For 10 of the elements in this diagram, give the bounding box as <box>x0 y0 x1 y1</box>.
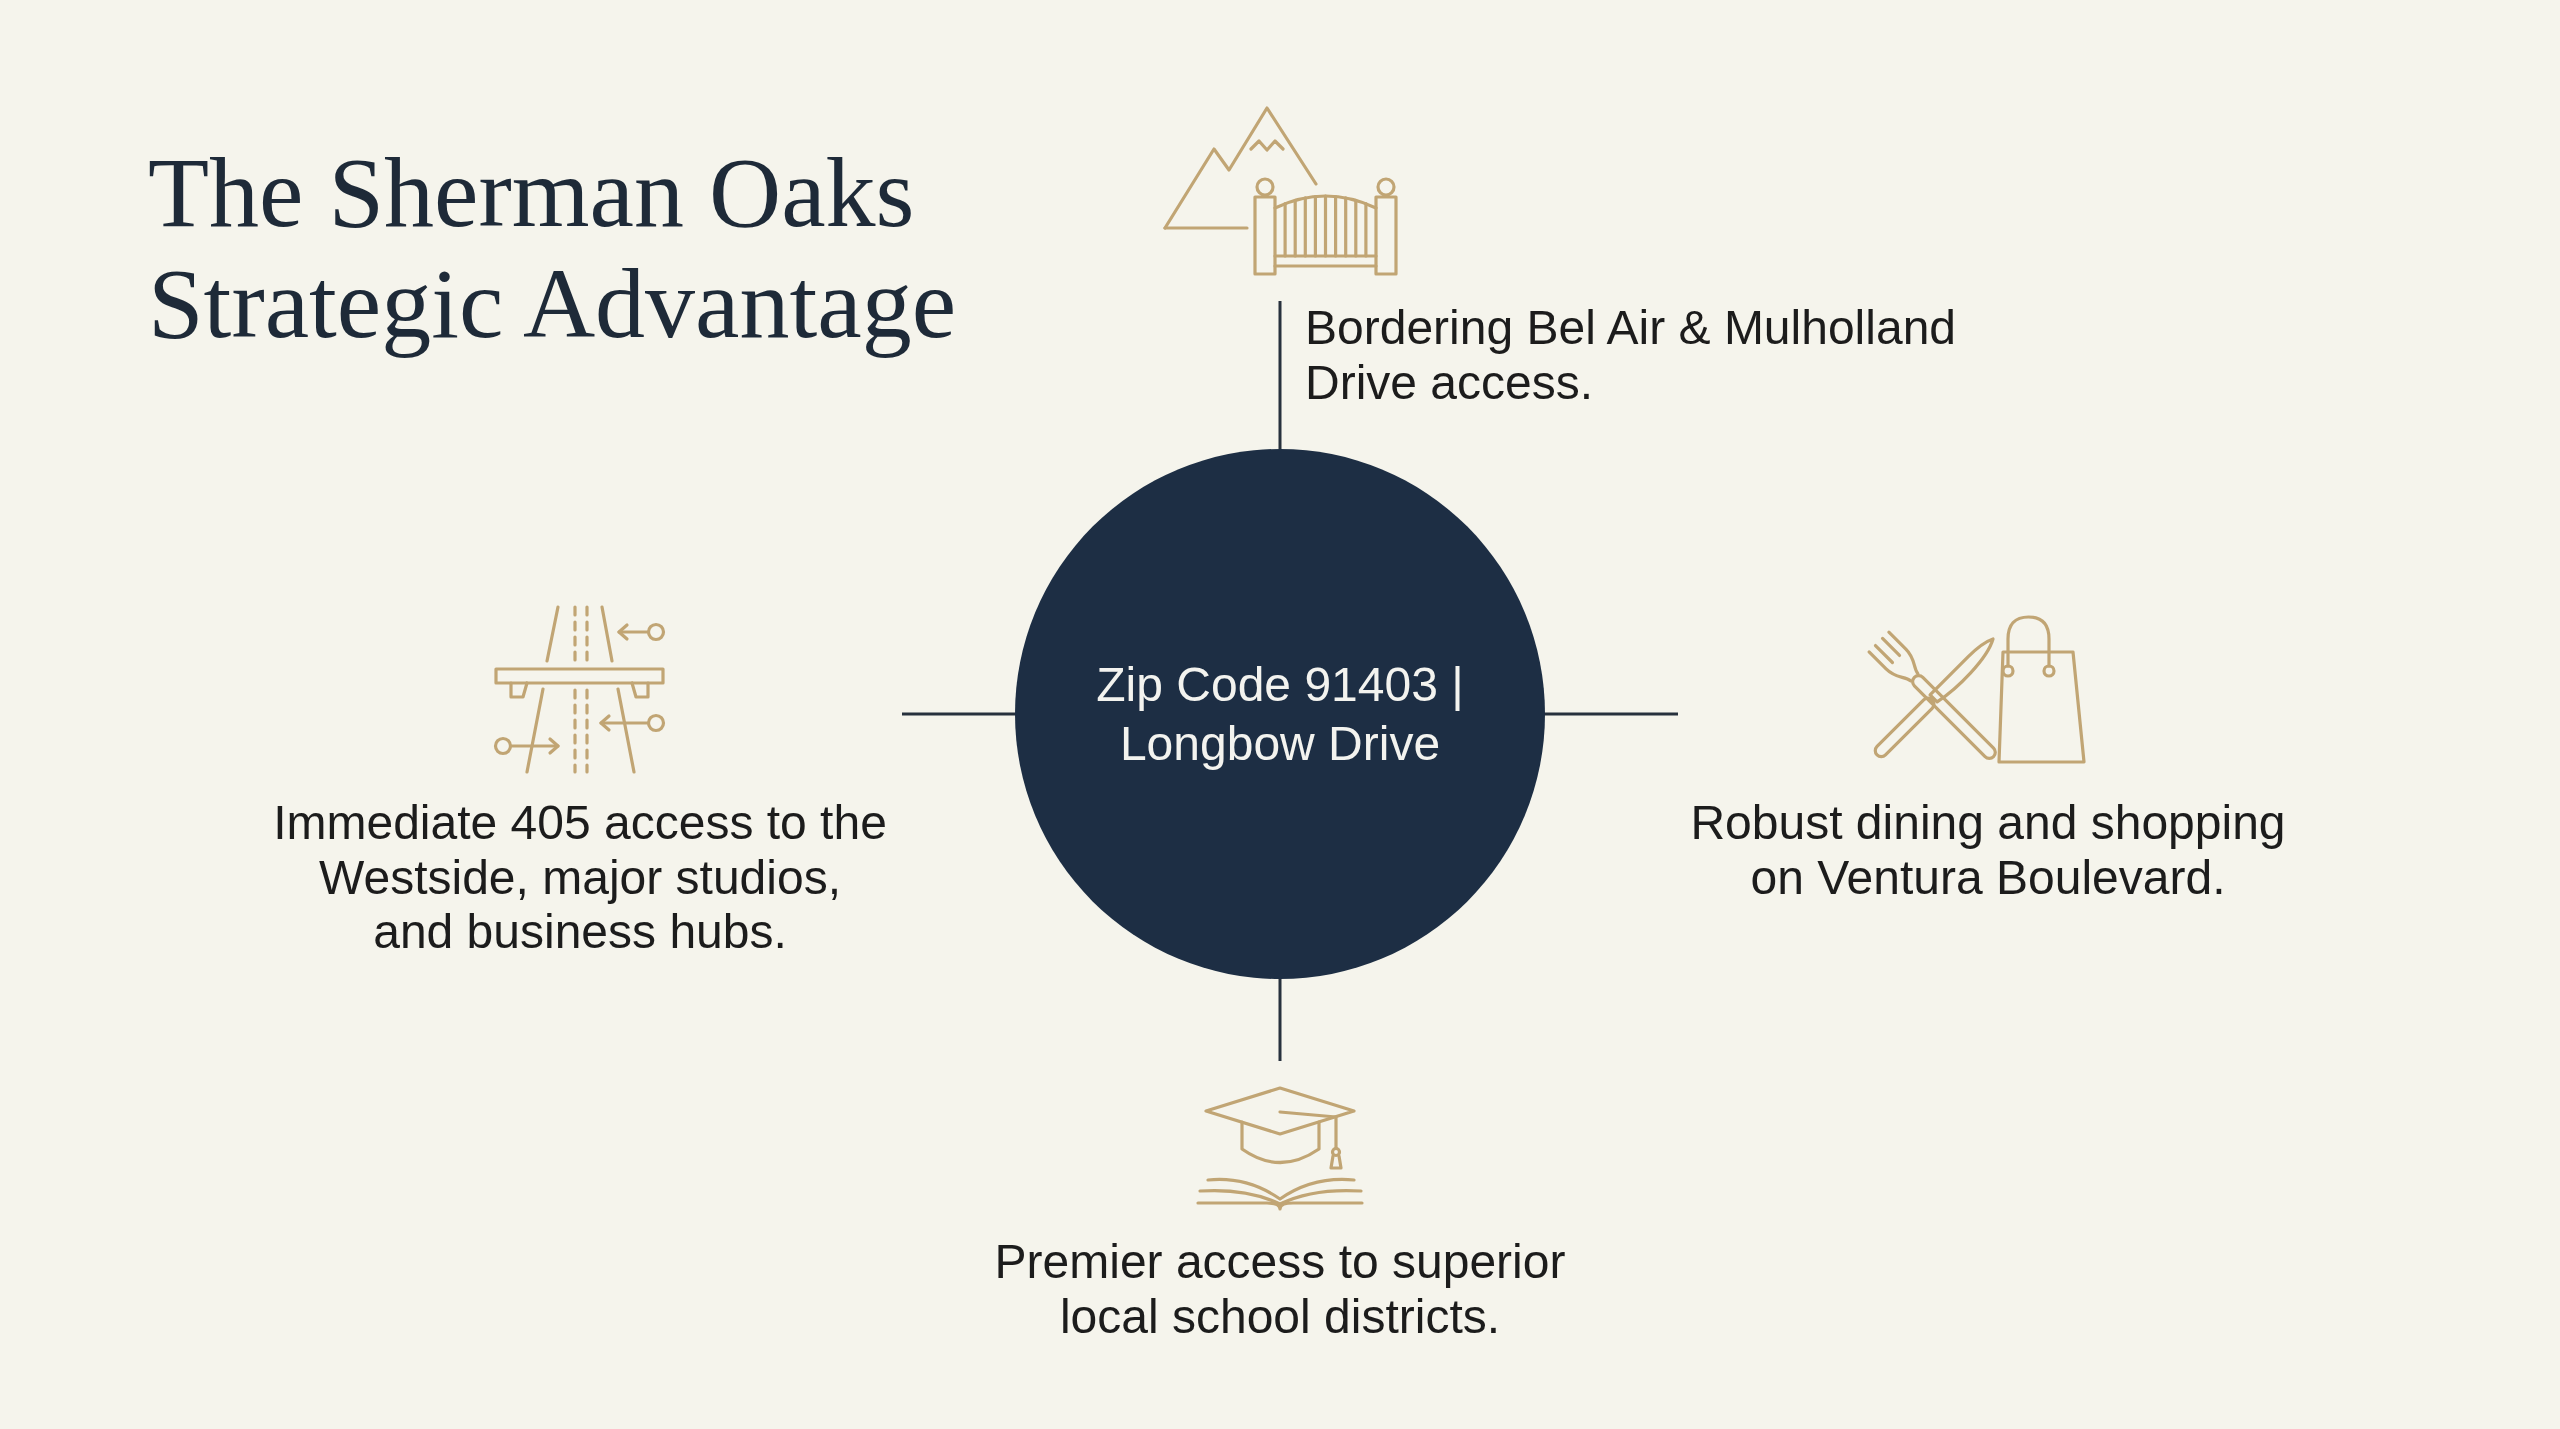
benefit-text: Immediate 405 access to the Westside, major studios, and business hubs. <box>272 796 888 960</box>
benefit-text: Premier access to superior local school districts. <box>993 1235 1567 1344</box>
connector-line <box>1545 712 1678 716</box>
connector-line <box>1278 979 1282 1061</box>
benefit-text: Robust dining and shopping on Ventura Boulevard. <box>1689 796 2287 905</box>
benefit-text: Bordering Bel Air & Mulholland Drive access. <box>1305 301 1958 410</box>
connector-line <box>1278 301 1282 449</box>
connector-line <box>902 712 1015 716</box>
diagram-title: The Sherman Oaks Strategic Advantage <box>148 137 958 359</box>
hub-label: Zip Code 91403 | Longbow Drive <box>1095 657 1465 772</box>
